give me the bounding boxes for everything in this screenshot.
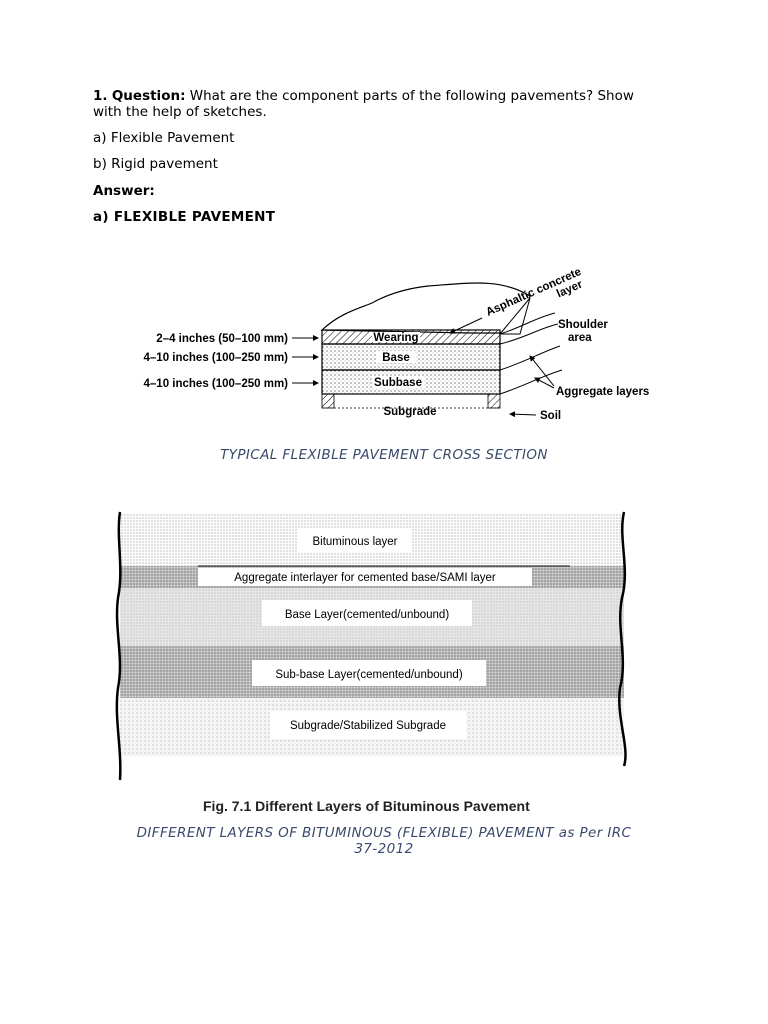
dim-label-subbase: 4–10 inches (100–250 mm) bbox=[144, 378, 289, 390]
section-a-heading: a) FLEXIBLE PAVEMENT bbox=[93, 209, 276, 225]
label-box-base bbox=[262, 600, 472, 626]
dim-label-wearing: 2–4 inches (50–100 mm) bbox=[156, 333, 288, 345]
layer-label-wearing: Wearing bbox=[373, 332, 418, 344]
label-interlayer: Aggregate interlayer for cemented base/S… bbox=[234, 572, 496, 584]
figure2-caption-line-2: 37-2012 bbox=[354, 841, 414, 857]
layer-label-subbase: Subbase bbox=[374, 377, 422, 389]
label-bituminous: Bituminous layer bbox=[312, 536, 397, 548]
aggregate-label: Aggregate layers bbox=[556, 386, 649, 398]
label-box-bituminous bbox=[298, 528, 412, 552]
answer-heading: Answer: bbox=[93, 183, 155, 199]
flexible-pavement-sketch: Wearing Base Subbase Subgrade 2–4 inches… bbox=[144, 266, 650, 422]
layer-label-subgrade: Subgrade bbox=[383, 406, 436, 418]
question-line-2: with the help of sketches. bbox=[93, 104, 267, 120]
question-text: What are the component parts of the foll… bbox=[189, 88, 634, 104]
question-keyword: Question: bbox=[111, 88, 186, 104]
dim-label-base: 4–10 inches (100–250 mm) bbox=[144, 352, 289, 364]
layer-label-base: Base bbox=[382, 352, 410, 364]
label-box-subbase bbox=[252, 660, 486, 686]
option-b: b) Rigid pavement bbox=[93, 156, 218, 172]
question-number: 1. bbox=[93, 88, 108, 104]
figure2-title: Fig. 7.1 Different Layers of Bituminous … bbox=[203, 798, 530, 814]
shoulder-label-2: area bbox=[568, 332, 592, 344]
label-box-interlayer bbox=[198, 568, 532, 586]
figure2-caption-line-1: DIFFERENT LAYERS OF BITUMINOUS (FLEXIBLE… bbox=[136, 825, 632, 841]
label-box-subgrade bbox=[270, 711, 466, 739]
figure1-caption: TYPICAL FLEXIBLE PAVEMENT CROSS SECTION bbox=[220, 447, 548, 463]
label-subbase: Sub-base Layer(cemented/unbound) bbox=[275, 669, 462, 681]
option-a: a) Flexible Pavement bbox=[93, 130, 235, 146]
question-line-1: 1. Question: What are the component part… bbox=[93, 88, 634, 104]
label-base: Base Layer(cemented/unbound) bbox=[285, 609, 449, 621]
shoulder-label-1: Shoulder bbox=[558, 319, 608, 331]
soil-label: Soil bbox=[540, 410, 561, 422]
road-surface bbox=[320, 282, 531, 334]
label-subgrade: Subgrade/Stabilized Subgrade bbox=[290, 720, 446, 732]
bituminous-layers-diagram: Bituminous layer Aggregate interlayer fo… bbox=[115, 511, 627, 781]
